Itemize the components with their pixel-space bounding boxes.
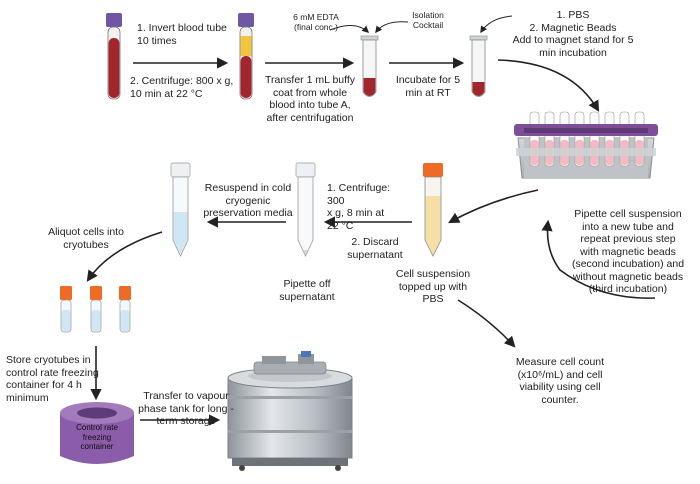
blood-tube-icon xyxy=(106,13,122,100)
pbs-magnetic-beads-label: 1. PBS 2. Magnetic Beads Add to magnet s… xyxy=(512,9,634,59)
centrifuge-300-label: 1. Centrifuge: 300 x g, 8 min at 22 °C xyxy=(327,182,391,232)
store-cryotubes-label: Store cryotubes in control rate freezing… xyxy=(6,354,99,404)
tube-a-icon xyxy=(360,35,379,97)
edta-label: 6 mM EDTA (final conc.) xyxy=(293,12,339,32)
freezing-container-label: Control rate freezing container xyxy=(76,423,118,451)
transfer-buffy-coat-label: Transfer 1 mL buffy coat from whole bloo… xyxy=(264,74,356,124)
incubated-tube-icon xyxy=(469,35,488,97)
conical-tube-pellet-icon xyxy=(295,162,316,257)
measure-cell-count-label: Measure cell count (x10⁶/mL) and cell vi… xyxy=(515,356,605,406)
arrows xyxy=(86,57,656,426)
conical-tube-cryo-media-icon xyxy=(170,162,191,257)
step-centrifuge-label: 2. Centrifuge: 800 x g, 10 min at 22 °C xyxy=(130,75,234,100)
arrow-conical-to-measure xyxy=(457,299,516,348)
freezing-container-icon xyxy=(60,402,134,464)
centrifuged-tube-icon xyxy=(238,13,254,100)
arrow-magnet-to-conical xyxy=(448,189,539,224)
pipette-new-tube-label: Pipette cell suspension into a new tube … xyxy=(571,208,685,295)
resuspend-label: Resuspend in cold cryogenic preservation… xyxy=(203,182,293,219)
cell-suspension-label: Cell suspension topped up with PBS xyxy=(395,268,471,305)
magnet-stand-icon xyxy=(514,111,658,179)
incubate-label: Incubate for 5 min at RT xyxy=(395,74,461,99)
aliquot-label: Aliquot cells into cryotubes xyxy=(48,226,124,251)
step-invert-label: 1. Invert blood tube 10 times xyxy=(137,22,227,47)
isolation-cocktail-label: Isolation Cocktail xyxy=(412,10,444,30)
discard-supernatant-label: 2. Discard supernatant xyxy=(347,236,403,261)
arrow-incubated-to-magnet xyxy=(497,59,600,112)
arrow-cryo-media-to-cryotubes xyxy=(86,231,163,282)
vapour-phase-tank-icon xyxy=(227,351,353,471)
reagent-arrows xyxy=(329,15,513,34)
cryotubes-icon xyxy=(60,286,131,333)
transfer-tank-label: Transfer to vapour phase tank for long -… xyxy=(138,390,234,427)
conical-tube-pbs-icon xyxy=(423,163,443,257)
pipette-off-label: Pipette off supernatant xyxy=(279,278,335,303)
arrow-repeat-loop xyxy=(541,219,656,299)
